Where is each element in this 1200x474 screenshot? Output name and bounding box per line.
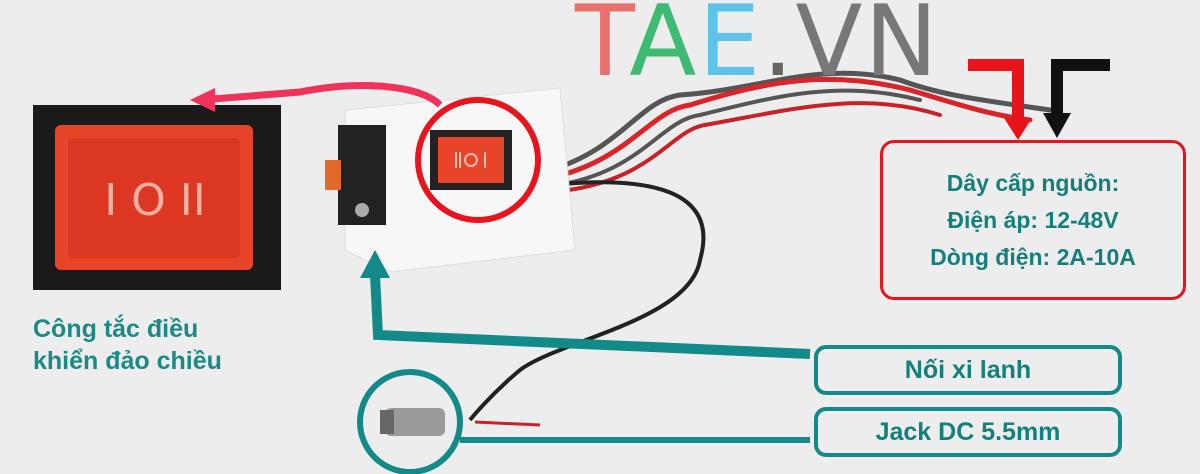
black-wire-arrow xyxy=(1051,59,1110,115)
red-wire-arrow xyxy=(968,59,1024,120)
watermark-letter: A xyxy=(629,0,699,99)
jack-label-box: Jack DC 5.5mm xyxy=(814,407,1122,457)
power-wires xyxy=(547,70,1053,194)
switch-caption-line1: Công tắc điều xyxy=(33,315,199,343)
dc-jack xyxy=(380,408,445,436)
small-switch-symbols xyxy=(455,152,486,168)
enclosure-box xyxy=(325,87,576,273)
power-spec-voltage: Điện áp: 12-48V xyxy=(947,206,1119,233)
power-spec-box: Dây cấp nguồn: Điện áp: 12-48V Dòng điện… xyxy=(880,140,1186,300)
switch-caption-line2: khiển đảo chiều xyxy=(33,347,222,375)
cylinder-wire xyxy=(468,180,706,422)
watermark-letter: E xyxy=(698,0,763,99)
jack-highlight-circle xyxy=(357,369,463,474)
cylinder-label-box: Nối xi lanh xyxy=(814,345,1122,395)
switch-pointer-arrow xyxy=(199,82,443,108)
jack-label: Jack DC 5.5mm xyxy=(875,417,1061,446)
watermark-letter: . xyxy=(762,0,796,99)
switch-highlight-circle xyxy=(415,97,541,223)
power-spec-current: Dòng điện: 2A-10A xyxy=(930,243,1136,270)
switch-symbols: I O II xyxy=(104,175,206,226)
watermark-letter: V xyxy=(795,0,865,99)
switch-caption: Công tắc điều khiển đảo chiều xyxy=(33,313,222,377)
rocker-switch-closeup: I O II xyxy=(33,105,281,290)
cylinder-pointer-arrow xyxy=(370,274,811,359)
watermark-logo: TAE.VN xyxy=(575,0,940,92)
watermark-letter: T xyxy=(575,0,630,99)
power-spec-title: Dây cấp nguồn: xyxy=(946,169,1120,196)
cylinder-label: Nối xi lanh xyxy=(904,355,1032,384)
watermark-letter: N xyxy=(864,0,940,99)
